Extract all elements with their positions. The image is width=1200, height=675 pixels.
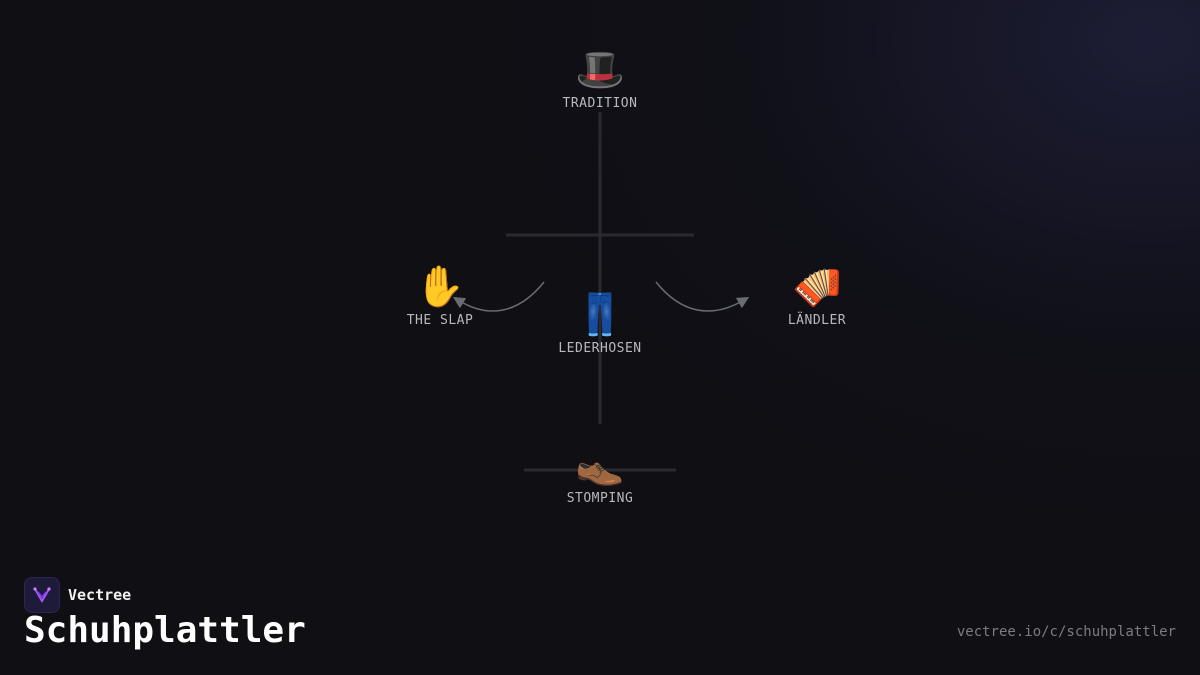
node-the-slap: ✋ THE SLAP bbox=[407, 263, 474, 328]
arrow-to-the-slap bbox=[452, 281, 545, 312]
page-title: Schuhplattler bbox=[24, 610, 306, 651]
page-url[interactable]: vectree.io/c/schuhplattler bbox=[956, 624, 1176, 640]
brand: Vectree bbox=[24, 577, 131, 613]
arrow-to-landler bbox=[655, 281, 750, 312]
brand-name: Vectree bbox=[68, 586, 132, 604]
accordion-icon: 🪗 bbox=[792, 264, 842, 310]
node-landler: 🪗 LÄNDLER bbox=[788, 263, 846, 328]
vectree-logo-icon bbox=[24, 577, 60, 613]
jeans-icon: 👖 bbox=[575, 292, 625, 338]
node-label: TRADITION bbox=[562, 96, 638, 111]
node-label: LÄNDLER bbox=[787, 313, 847, 328]
raised-hand-icon: ✋ bbox=[415, 264, 465, 310]
node-lederhosen: 👖 LEDERHOSEN bbox=[558, 291, 641, 356]
node-label: STOMPING bbox=[566, 491, 634, 506]
top-hat-icon: 🎩 bbox=[575, 47, 625, 93]
shoe-icon: 👞 bbox=[575, 442, 625, 488]
node-tradition: 🎩 TRADITION bbox=[563, 46, 638, 111]
node-stomping: 👞 STOMPING bbox=[567, 441, 634, 506]
node-label: LEDERHOSEN bbox=[558, 341, 642, 356]
node-label: THE SLAP bbox=[406, 313, 474, 328]
